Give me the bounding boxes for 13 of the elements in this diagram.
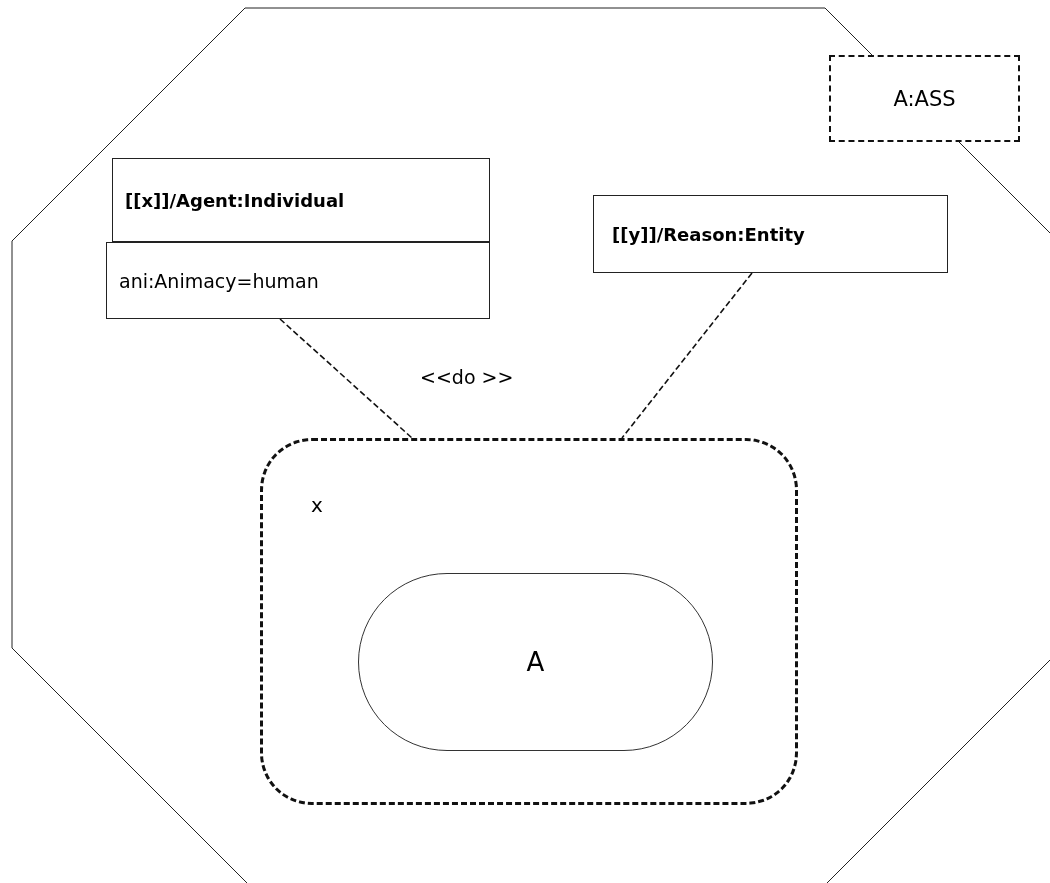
stereotype-label: <<do >> <box>420 366 514 388</box>
class-box <box>593 195 948 273</box>
class-name: [[x]]/Agent:Individual <box>112 158 490 242</box>
node-label: A:ASS <box>893 86 956 111</box>
class-box <box>106 158 490 319</box>
dashed-connector <box>621 272 753 439</box>
node-label: [[y]]/Reason:Entity <box>612 223 805 245</box>
node-label: A <box>526 647 545 677</box>
rounded-dashed-box <box>260 438 798 805</box>
variable-label: x <box>311 493 323 517</box>
dashed-connector <box>279 318 413 439</box>
attribute-text: ani:Animacy=human <box>106 242 490 319</box>
dashed-box <box>829 55 1020 142</box>
